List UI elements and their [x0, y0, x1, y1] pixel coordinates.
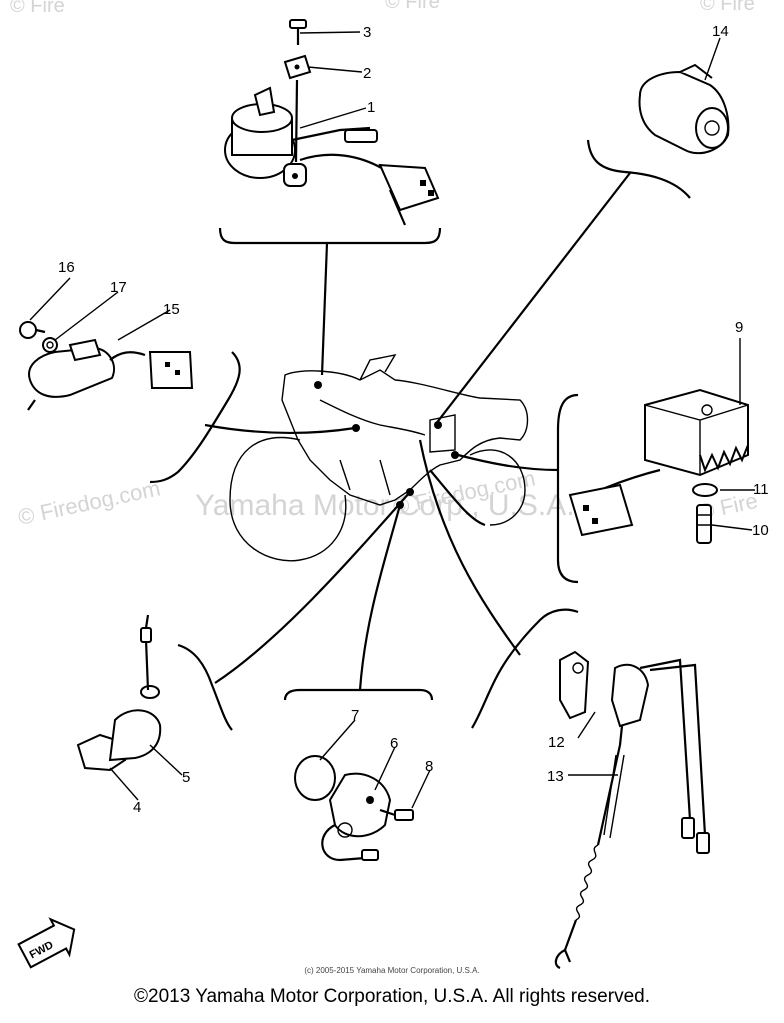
callout-4: 4	[133, 799, 141, 816]
callout-6: 6	[390, 735, 398, 752]
oil-switch	[294, 755, 414, 862]
watermark-yamaha: Yamaha Motor Corp., U.S.A.	[195, 489, 575, 522]
callout-13: 13	[547, 768, 564, 785]
watermark-firedog-left: © Firedog.com	[16, 475, 163, 530]
callout-leaders	[29, 31, 755, 809]
callout-numbers: 1 2 3 4 5 6 7 8 9 10 11 12 13 14 15 16 1…	[58, 23, 769, 816]
callout-16: 16	[58, 259, 75, 276]
copyright-notice: ©2013 Yamaha Motor Corporation, U.S.A. A…	[134, 986, 650, 1007]
callout-12: 12	[548, 734, 565, 751]
callout-2: 2	[363, 65, 371, 82]
lock-plate-and-screw	[283, 19, 312, 163]
callout-3: 3	[363, 24, 371, 41]
watermark-firedog-top-left: © Fire	[10, 0, 65, 17]
brake-switch	[19, 321, 194, 411]
main-switch	[224, 86, 440, 226]
callout-11: 11	[753, 481, 769, 498]
callout-1: 1	[367, 99, 375, 116]
callout-8: 8	[425, 758, 433, 775]
rectifier-regulator	[568, 388, 749, 544]
callout-14: 14	[712, 23, 729, 40]
callout-15: 15	[163, 301, 180, 318]
flasher-relay	[638, 63, 730, 155]
rear-brake-switch	[554, 650, 710, 970]
callout-7: 7	[351, 707, 359, 724]
fwd-arrow: FWD	[17, 917, 76, 969]
watermark-firedog-top-right: © Fire	[700, 0, 755, 15]
group-brackets	[149, 139, 691, 731]
callout-9: 9	[735, 319, 743, 336]
callout-17: 17	[110, 279, 127, 296]
neutral-switch	[76, 614, 162, 772]
callout-10: 10	[752, 522, 769, 539]
watermark-firedog-top-center: © Fire	[385, 0, 440, 13]
callout-5: 5	[182, 769, 190, 786]
small-credit: (c) 2005-2015 Yamaha Motor Corporation, …	[304, 966, 480, 975]
frame-outline	[229, 354, 529, 562]
